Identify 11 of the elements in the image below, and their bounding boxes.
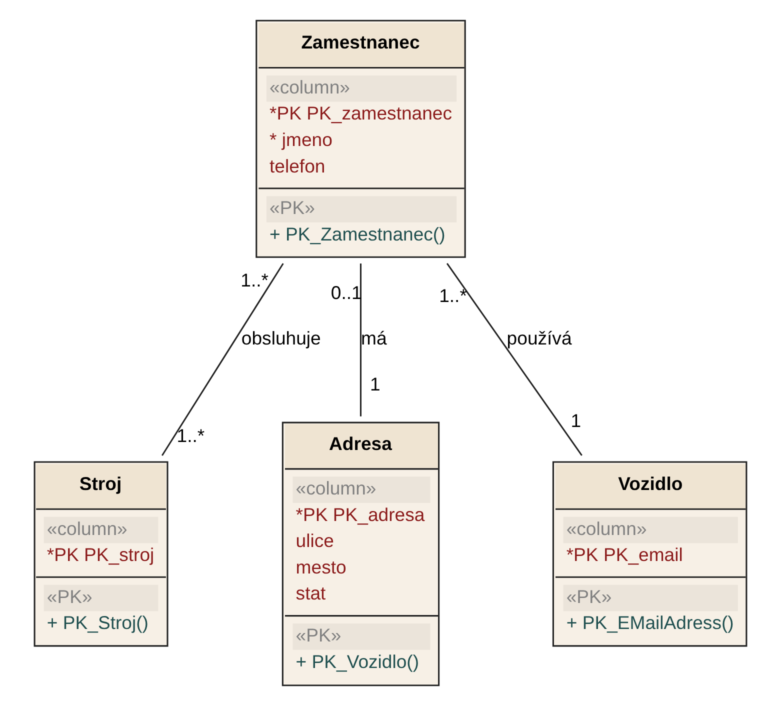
label: 1: [570, 410, 582, 431]
edge-label: obsluhuje: [241, 328, 321, 349]
label: 1: [370, 373, 380, 394]
connector: [161, 263, 284, 456]
label: 1..*: [176, 424, 205, 446]
label: 1..*: [439, 284, 467, 306]
edge-label: používá: [506, 328, 572, 349]
label: 1..*: [240, 270, 268, 291]
connector: [360, 264, 362, 416]
edge-label: má: [361, 328, 387, 349]
connector: [446, 263, 582, 456]
